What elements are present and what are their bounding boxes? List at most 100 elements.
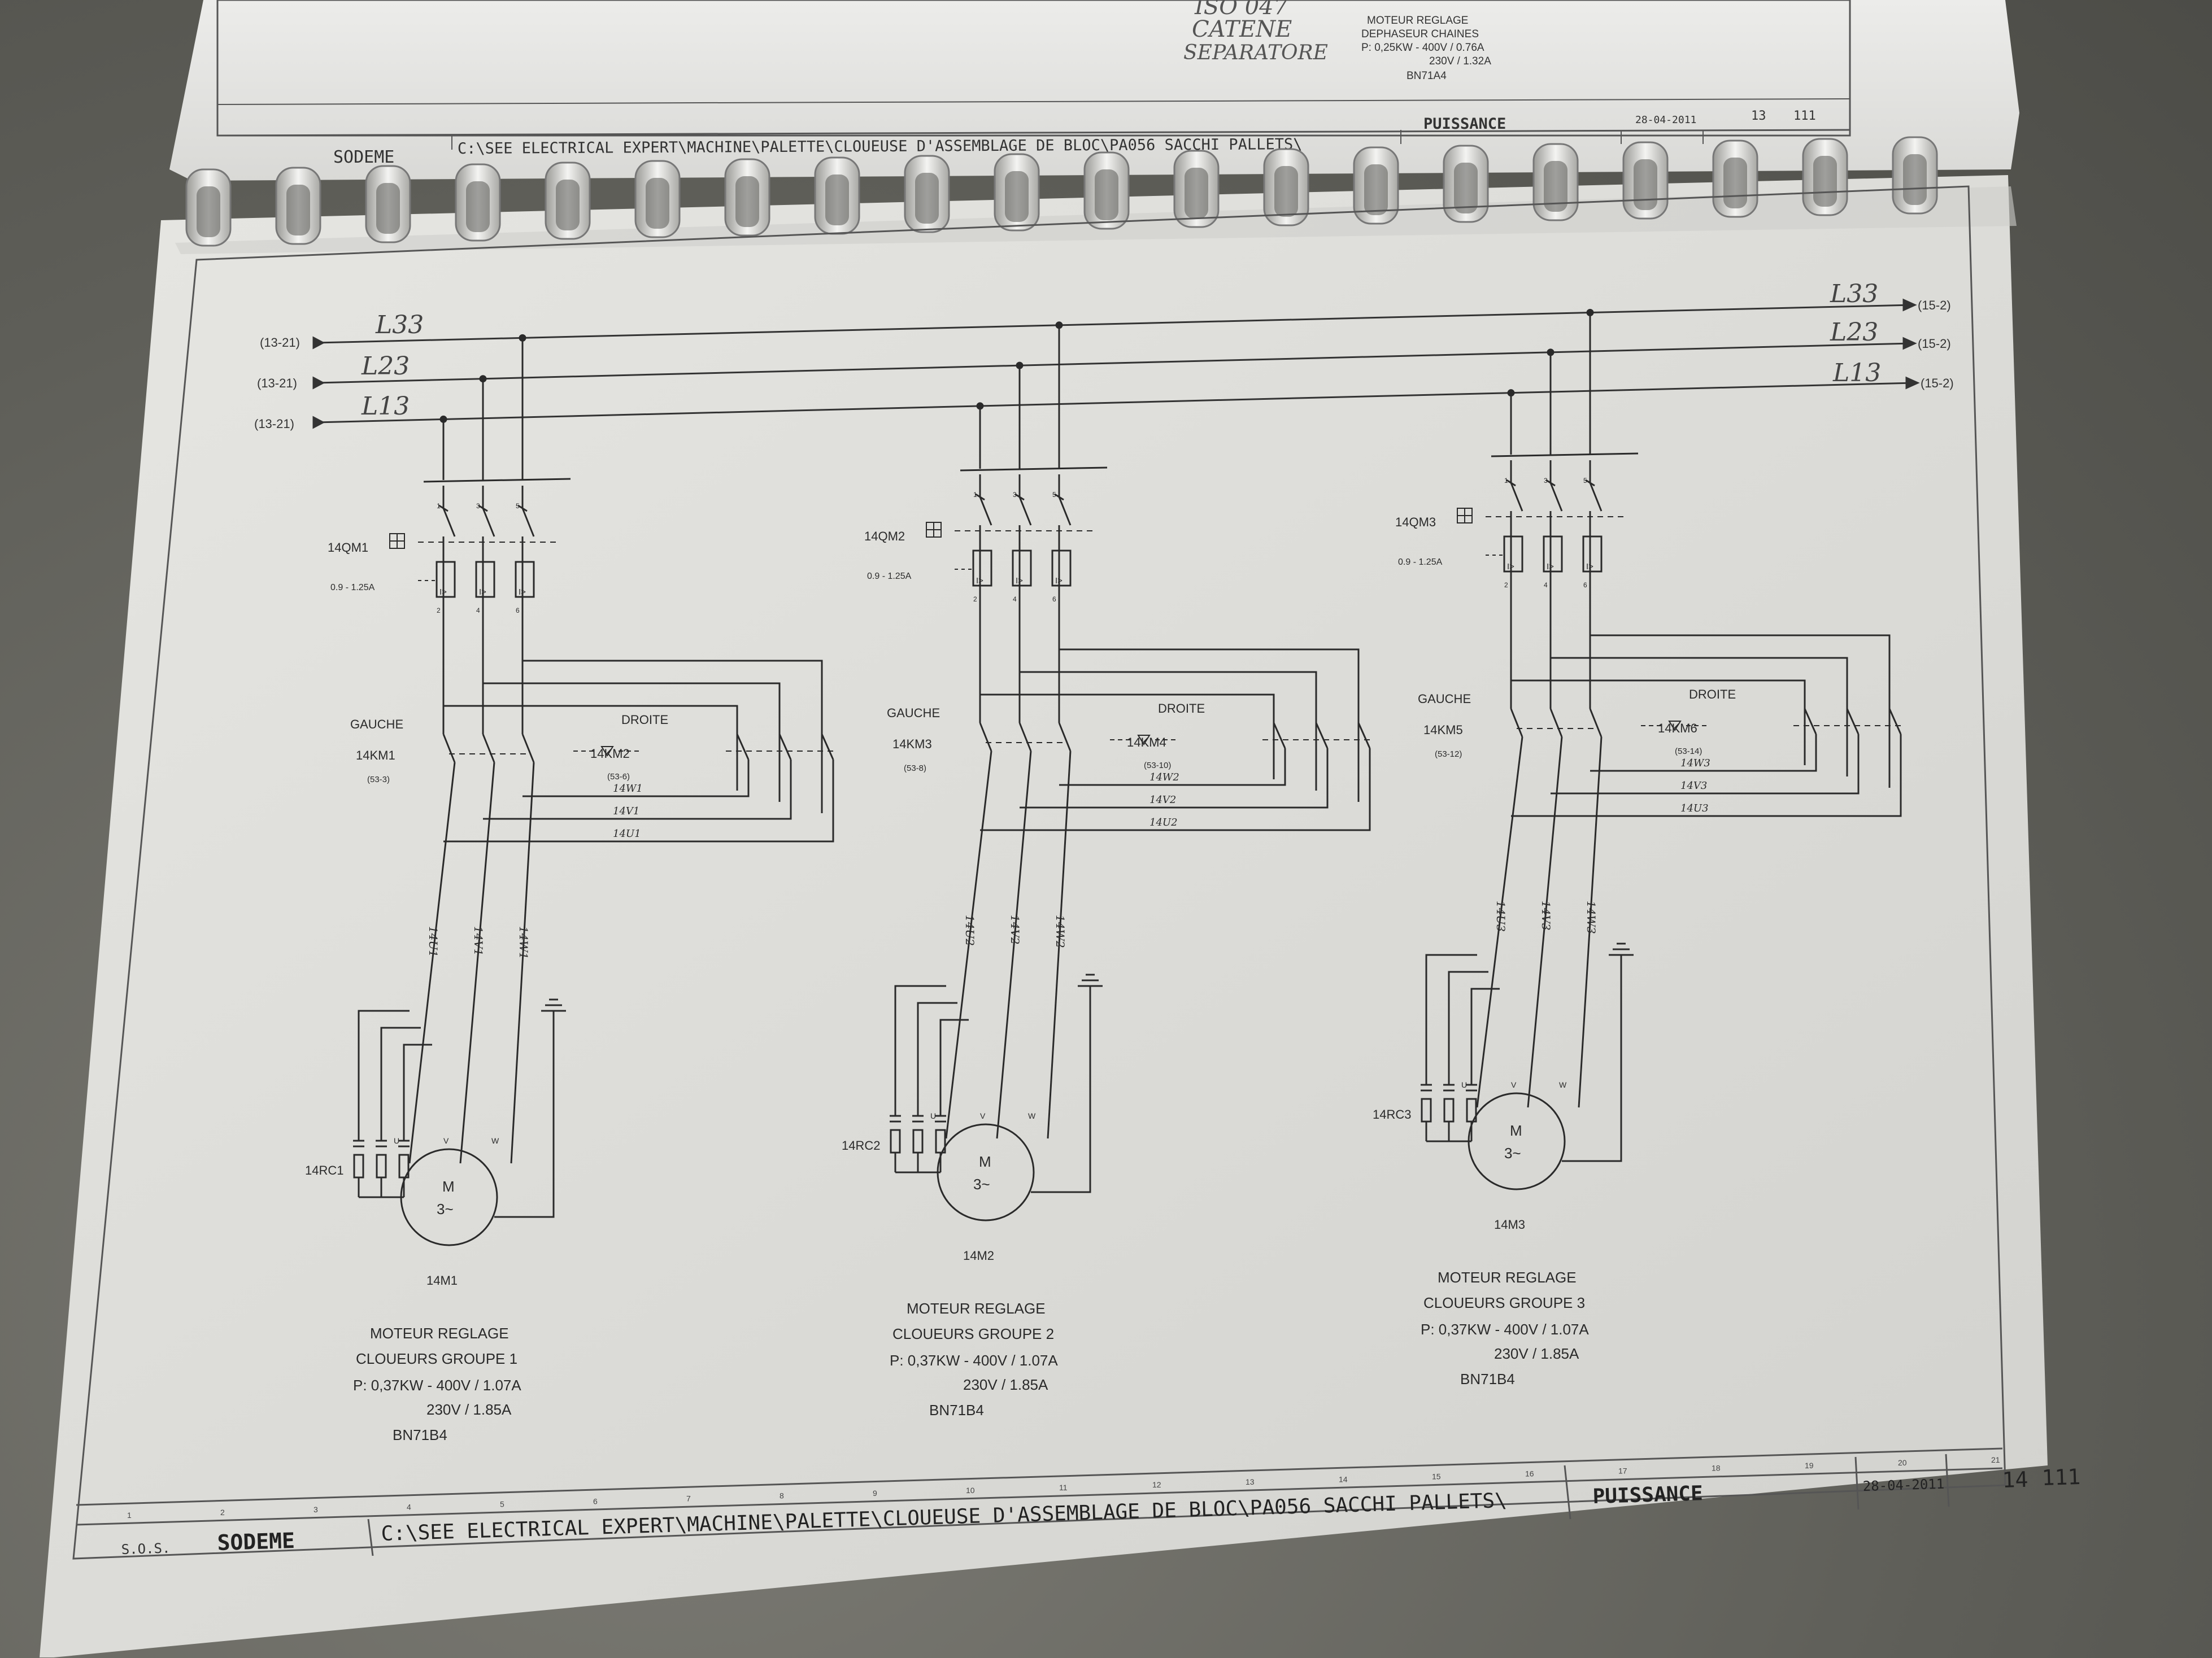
cross-wire [1020, 748, 1329, 809]
column-number: 7 [686, 1494, 691, 1503]
title-section: PUISSANCE [1592, 1482, 1703, 1508]
motor-u: U [1461, 1080, 1467, 1089]
terminal-label: 2 [973, 595, 977, 603]
thermal-symbol: I> [1016, 576, 1023, 586]
binding-ring [1263, 148, 1309, 226]
motor-power2: 230V / 1.85A [963, 1376, 1048, 1393]
column-number: 16 [1525, 1469, 1534, 1478]
terminal-label: 4 [1013, 595, 1017, 603]
breaker-contact [1589, 482, 1603, 512]
column-number: 11 [1059, 1483, 1068, 1492]
junction-dot [439, 415, 447, 423]
motor-lead-label: 14W2 [1053, 915, 1067, 948]
breaker-contact [1058, 496, 1072, 526]
contactor-right-contact [1846, 708, 1860, 735]
binding-ring [994, 153, 1040, 232]
terminal-label: 5 [516, 502, 520, 510]
thermal-relay [515, 561, 535, 598]
rc-wire [894, 985, 946, 1116]
contactor-right-label: 14KM6 [1658, 721, 1697, 735]
direction-right: DROITE [1158, 701, 1205, 715]
thermal-relay [1543, 535, 1563, 573]
thermal-relay [1582, 535, 1603, 573]
rc-wire [403, 1044, 432, 1141]
cross-wire [1551, 734, 1860, 795]
top-motor-power2: 230V / 1.32A [1429, 55, 1491, 67]
thermal-symbol: I> [1547, 562, 1554, 571]
binding-ring [1892, 136, 1938, 215]
junction-dot [1547, 348, 1555, 356]
top-section: PUISSANCE [1423, 115, 1506, 133]
thermal-relay [1051, 549, 1072, 587]
rc-wire [917, 1002, 957, 1116]
junction-dot [976, 402, 984, 410]
motor-lead-label: 14W1 [517, 926, 530, 959]
motor-title-1: MOTEUR REGLAGE [907, 1300, 1046, 1317]
breaker-contact [521, 508, 535, 537]
motor-phase: 3~ [437, 1201, 454, 1218]
motor-phase: 3~ [973, 1176, 990, 1193]
column-number: 1 [127, 1511, 132, 1520]
reverse-wire [1510, 679, 1806, 765]
line-label-l1-left: L33 [375, 311, 424, 339]
breaker-range: 0.9 - 1.25A [1398, 557, 1443, 567]
binding-ring [275, 167, 321, 245]
cross-wire [1590, 734, 1817, 772]
top-date: 28-04-2011 [1635, 114, 1696, 126]
contactor-contact [1589, 708, 1603, 738]
motor-label: 14M3 [1494, 1218, 1525, 1232]
junction-dot [1507, 389, 1515, 397]
reverse-wire [482, 682, 781, 802]
terminal-label: 2 [1504, 581, 1508, 589]
motor-power2: 230V / 1.85A [1494, 1345, 1579, 1362]
line-label-l2-right: L23 [1830, 318, 1878, 347]
direction-left: GAUCHE [1418, 692, 1471, 706]
contactor-right-ref: (53-10) [1144, 761, 1171, 770]
binding-ring [904, 155, 950, 233]
line-label-l1-right: L33 [1830, 280, 1878, 308]
column-number: 9 [873, 1489, 877, 1498]
column-number: 15 [1432, 1472, 1441, 1481]
binding-ring [545, 162, 591, 240]
contactor-left-label: 14KM5 [1423, 723, 1463, 737]
thermal-symbol: I> [976, 576, 983, 586]
binding-ring [634, 160, 681, 238]
terminal-label: 6 [516, 607, 520, 614]
column-number: 21 [1991, 1455, 2000, 1464]
ground-wire [494, 1011, 555, 1218]
motor-m: M [442, 1178, 455, 1195]
terminal-label: 5 [1583, 477, 1587, 485]
reverse-wire [1549, 657, 1848, 776]
column-number: 17 [1618, 1467, 1627, 1476]
junction-dot [1055, 321, 1063, 329]
cross-wire-label: 14V1 [613, 805, 639, 817]
breaker-contact [1510, 482, 1523, 512]
ground-wire [1562, 955, 1622, 1162]
motor-lead-label: 14V1 [472, 926, 485, 956]
rc-label: 14RC3 [1373, 1107, 1411, 1122]
reverse-wire [1018, 671, 1317, 791]
terminal-label: 4 [476, 607, 480, 614]
motor-lead-label: 14U3 [1494, 901, 1508, 932]
thermal-relay [1012, 549, 1032, 587]
contactor-right-contact [736, 734, 750, 760]
binding-ring [1443, 145, 1489, 223]
column-number: 12 [1152, 1480, 1161, 1489]
rc-label: 14RC2 [842, 1138, 880, 1153]
terminal-label: 4 [1544, 581, 1548, 589]
line-label-l2-left: L23 [361, 352, 410, 381]
column-number: 20 [1898, 1458, 1907, 1467]
contactor-left-label: 14KM3 [892, 737, 932, 751]
top-company: SODEME [333, 147, 394, 167]
contactor-right-contact [1804, 708, 1817, 735]
motor-title-2: CLOUEURS GROUPE 2 [892, 1325, 1054, 1342]
top-note-3: SEPARATORE [1183, 41, 1328, 64]
thermal-relay [475, 561, 495, 598]
breaker-contact [979, 496, 992, 526]
main-sheet [40, 175, 2048, 1657]
thermal-relay [436, 561, 456, 598]
breaker-contact [1549, 482, 1563, 512]
